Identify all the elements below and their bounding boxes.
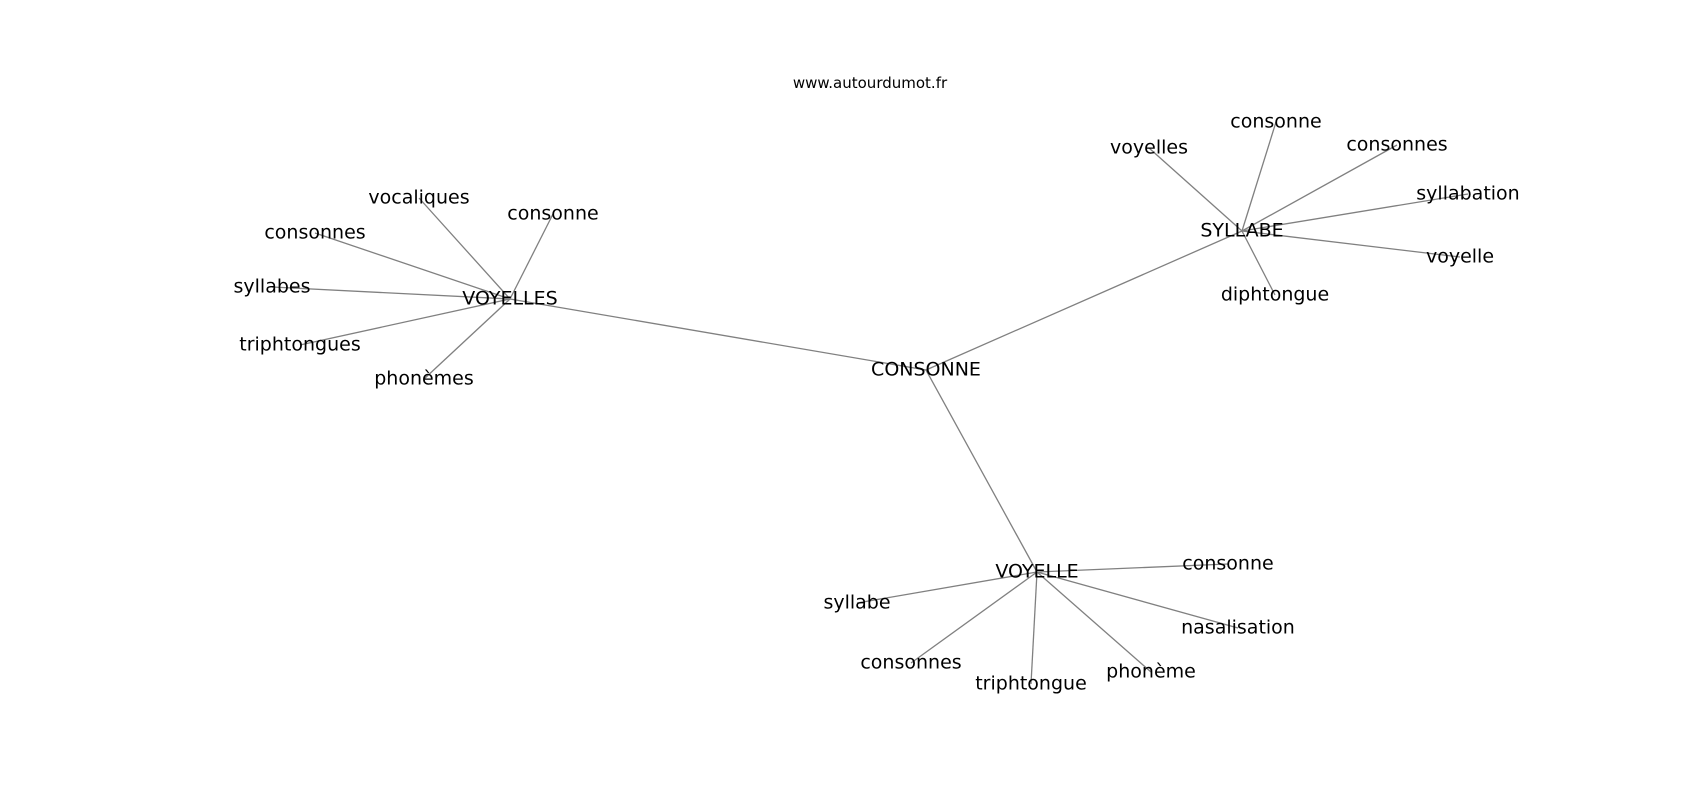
graph-edge	[925, 369, 1038, 573]
graph-edge	[856, 571, 1038, 604]
graph-edge	[1030, 571, 1038, 685]
word-node-label: phonèmes	[374, 368, 474, 390]
graph-edge	[509, 298, 927, 371]
word-node-label: vocaliques	[368, 187, 469, 209]
word-node-label: consonne	[507, 203, 598, 225]
graph-edge	[1036, 571, 1239, 629]
graph-edge	[910, 571, 1038, 664]
hub-node-label: VOYELLES	[462, 288, 557, 310]
word-node-label: voyelles	[1110, 137, 1188, 159]
graph-edge	[1036, 563, 1229, 573]
word-node-label: phonème	[1106, 661, 1196, 683]
hub-node-label: CONSONNE	[871, 359, 981, 381]
word-node-label: syllabation	[1416, 183, 1519, 205]
word-node-label: consonnes	[1346, 134, 1447, 156]
word-node-label: syllabe	[823, 592, 890, 614]
graph-edge	[314, 232, 511, 300]
graph-edge	[423, 298, 511, 380]
hub-node-label: VOYELLE	[995, 561, 1078, 583]
graph-edge	[925, 230, 1243, 371]
graph-labels: CONSONNE VOYELLES SYLLABE VOYELLE vocaliques…	[234, 111, 1520, 695]
graph-edge	[418, 197, 511, 300]
word-node-label: voyelle	[1426, 246, 1494, 268]
word-node-label: syllabes	[234, 276, 311, 298]
graph-edge	[1241, 121, 1277, 232]
graph-edge	[1241, 193, 1469, 232]
hub-node-label: SYLLABE	[1200, 220, 1283, 242]
word-node-label: consonnes	[860, 652, 961, 674]
graph-edge	[1241, 230, 1276, 296]
word-node-label: triphtongues	[239, 334, 360, 356]
site-url: www.autourdumot.fr	[793, 74, 948, 92]
word-node-label: triphtongue	[975, 673, 1087, 695]
word-node-label: consonnes	[264, 222, 365, 244]
word-node-label: nasalisation	[1181, 617, 1295, 639]
graph-edge	[1241, 144, 1398, 232]
graph-edge	[1241, 230, 1461, 258]
graph-edge	[509, 213, 554, 300]
graph-edge	[271, 286, 511, 300]
graph-edge	[299, 298, 511, 346]
word-node-label: consonne	[1182, 553, 1273, 575]
graph-edge	[1148, 147, 1243, 232]
graph-edges	[271, 121, 1469, 685]
word-node-label: diphtongue	[1221, 284, 1329, 306]
word-node-label: consonne	[1230, 111, 1321, 133]
graph-edge	[1036, 571, 1152, 673]
